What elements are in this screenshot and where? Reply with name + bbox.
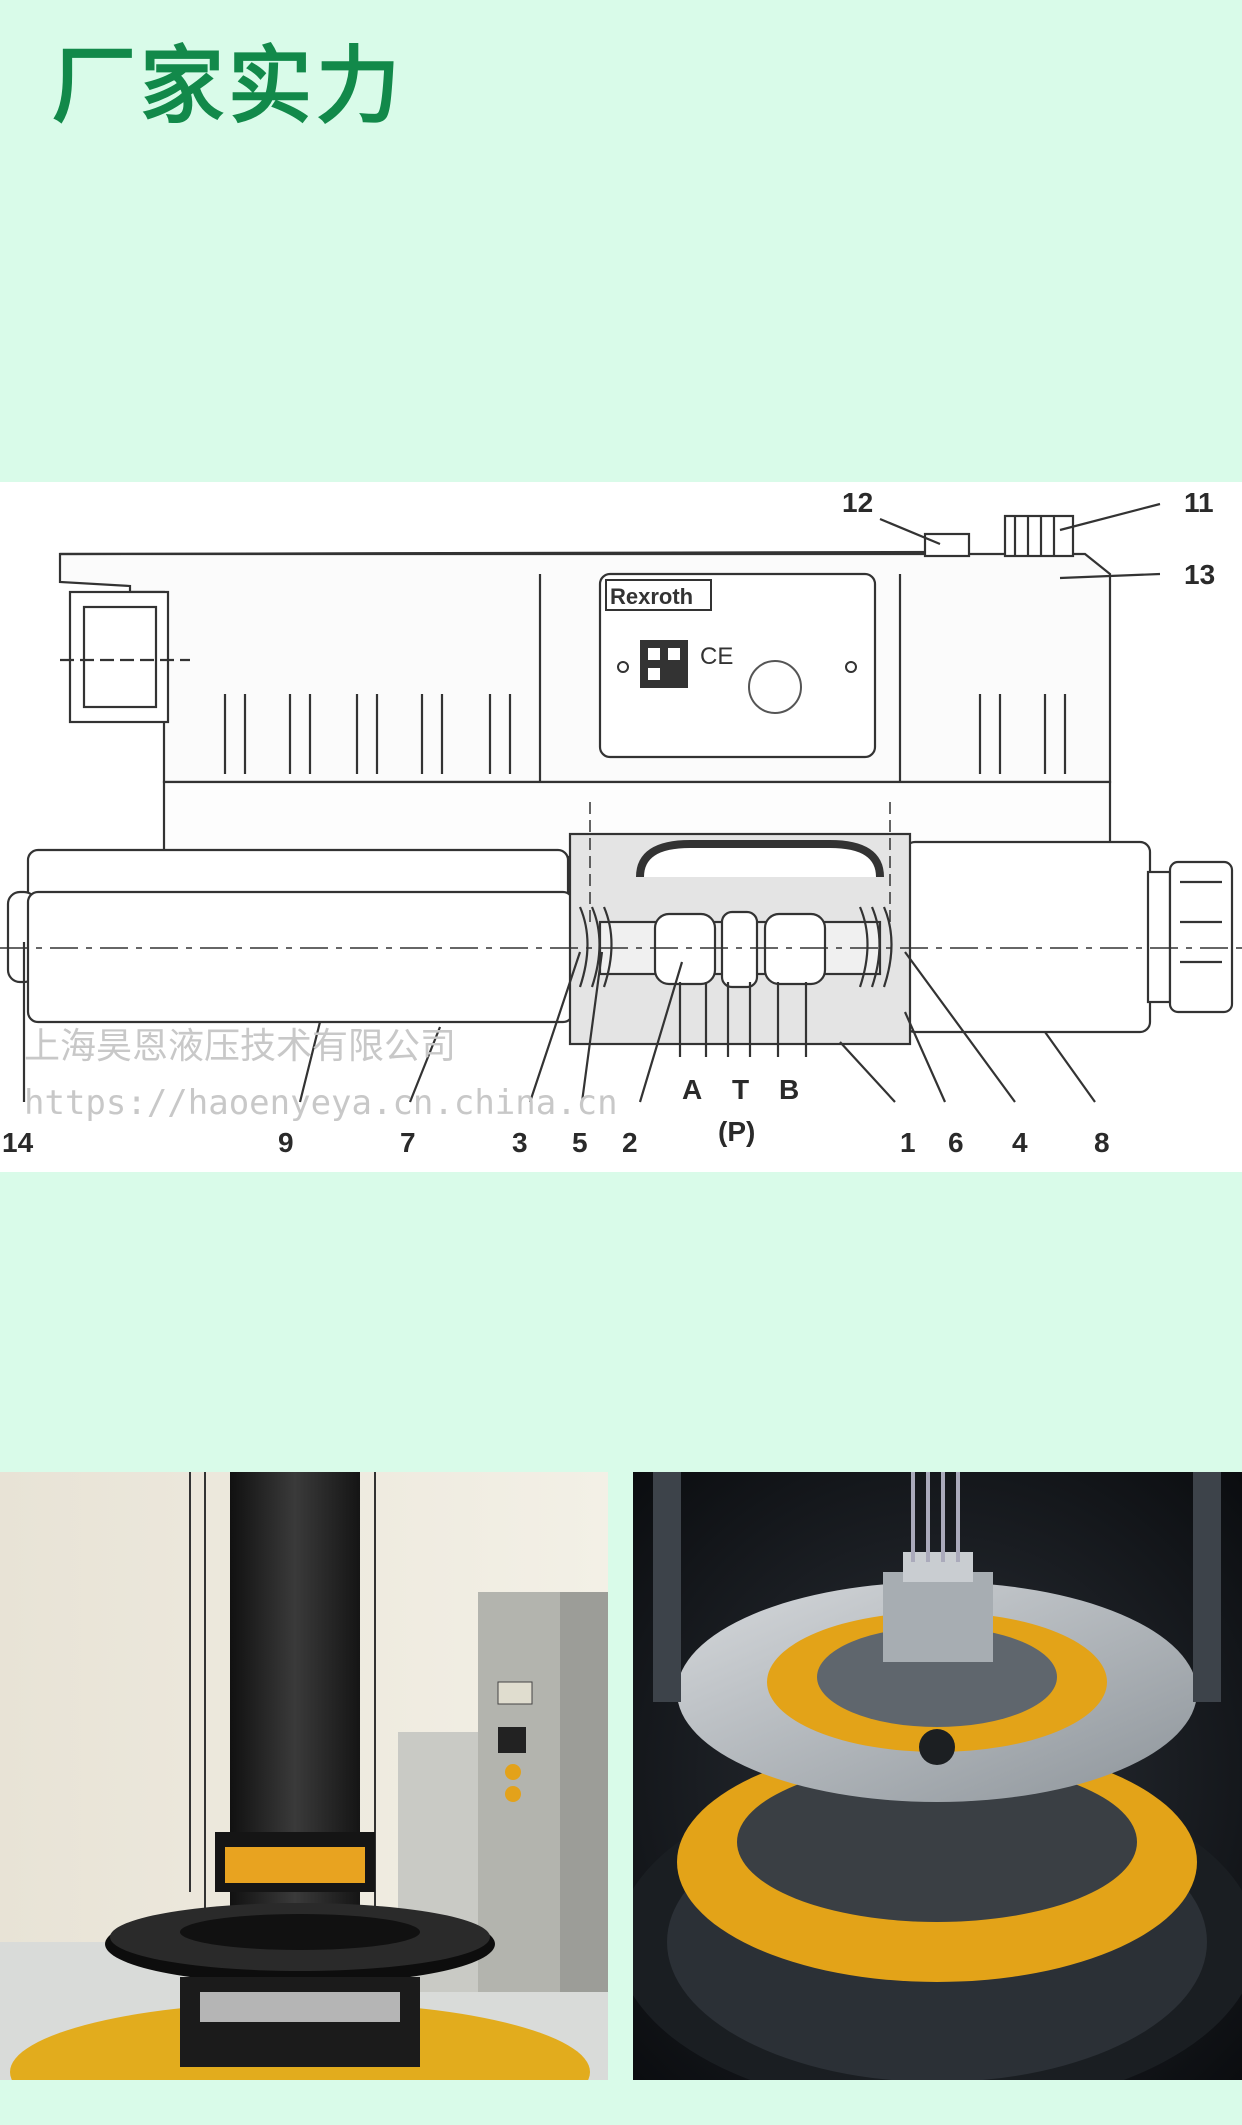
callout-12: 12 xyxy=(842,487,873,518)
port-t-label: T xyxy=(732,1074,749,1105)
callout-1: 1 xyxy=(900,1127,916,1158)
callout-6: 6 xyxy=(948,1127,964,1158)
ce-mark: CE xyxy=(700,643,733,670)
valve-cross-section-diagram: Rexroth CE 上海昊恩液压技术有限公司 https://haoenyey… xyxy=(0,482,1242,1172)
qr-code-icon xyxy=(640,640,688,688)
callout-7: 7 xyxy=(400,1127,416,1158)
page-title: 厂家实力 xyxy=(52,37,405,135)
port-p-label: (P) xyxy=(718,1116,755,1147)
callout-9: 9 xyxy=(278,1127,294,1158)
callout-14: 14 xyxy=(2,1127,34,1158)
connector-pin-icon xyxy=(748,660,802,714)
callout-3: 3 xyxy=(512,1127,528,1158)
brand-label: Rexroth xyxy=(610,584,693,609)
watermark-url: https://haoenyeya.cn.china.cn xyxy=(24,1083,618,1123)
watermark-company: 上海昊恩液压技术有限公司 xyxy=(24,1026,456,1067)
callout-11: 11 xyxy=(1184,487,1214,518)
callout-4: 4 xyxy=(1012,1127,1028,1158)
test-rig-photo xyxy=(0,1472,608,2080)
callout-5: 5 xyxy=(572,1127,588,1158)
port-b-label: B xyxy=(779,1074,799,1105)
callout-2: 2 xyxy=(622,1127,638,1158)
callout-13: 13 xyxy=(1184,559,1215,590)
port-a-label: A xyxy=(682,1074,702,1105)
bearing-assembly-photo xyxy=(633,1472,1242,2080)
callout-8: 8 xyxy=(1094,1127,1110,1158)
